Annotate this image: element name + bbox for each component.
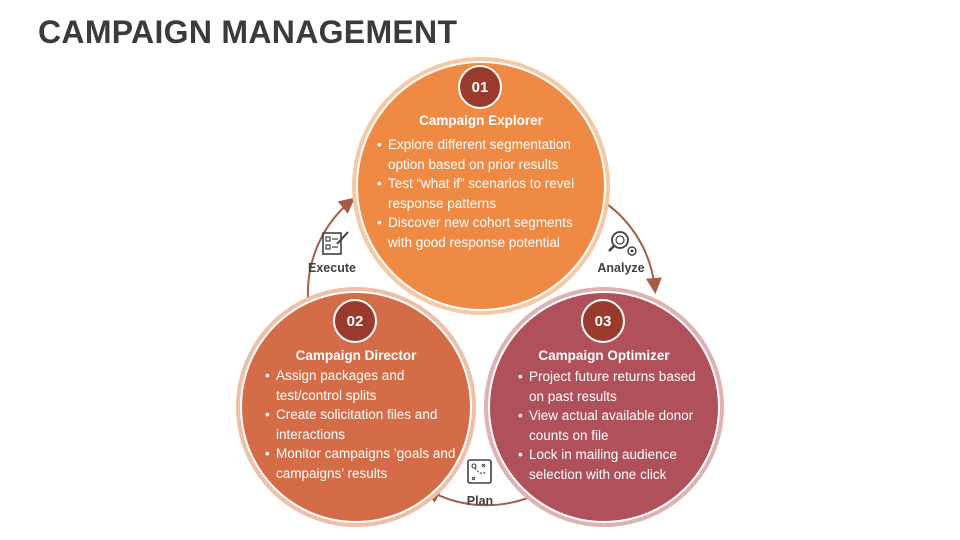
- step-number-03: 03: [581, 299, 625, 343]
- page-title: CAMPAIGN MANAGEMENT: [38, 14, 458, 50]
- list-item: Assign packages and test/control splits: [265, 366, 465, 405]
- strategy-board-icon: [466, 458, 494, 491]
- optimizer-bullets: Project future returns based on past res…: [518, 367, 703, 484]
- list-item: Explore different segmentation option ba…: [377, 135, 595, 174]
- step-title-optimizer: Campaign Optimizer: [538, 348, 670, 363]
- director-bullets: Assign packages and test/control splits …: [265, 366, 465, 483]
- execute-label: Execute: [308, 261, 356, 275]
- list-item: Monitor campaigns ’goals and campaigns’ …: [265, 444, 465, 483]
- list-item: Create solicitation files and interactio…: [265, 405, 465, 444]
- explorer-bullets: Explore different segmentation option ba…: [377, 135, 595, 252]
- checklist-icon: [322, 230, 350, 261]
- list-item: Discover new cohort segments with good r…: [377, 213, 595, 252]
- execute-arc: [306, 197, 356, 299]
- step-title-director: Campaign Director: [295, 348, 417, 363]
- analyze-arc: [597, 197, 662, 294]
- list-item: Test “what if” scenarios to revel respon…: [377, 174, 595, 213]
- analyze-label: Analyze: [597, 261, 645, 275]
- magnifier-gear-icon: [607, 229, 639, 264]
- step-title-explorer: Campaign Explorer: [419, 113, 543, 128]
- list-item: Project future returns based on past res…: [518, 367, 703, 406]
- plan-label: Plan: [466, 494, 494, 508]
- step-number-02: 02: [333, 299, 377, 343]
- list-item: View actual available donor counts on fi…: [518, 406, 703, 445]
- list-item: Lock in mailing audience selection with …: [518, 445, 703, 484]
- step-number-01: 01: [458, 65, 502, 109]
